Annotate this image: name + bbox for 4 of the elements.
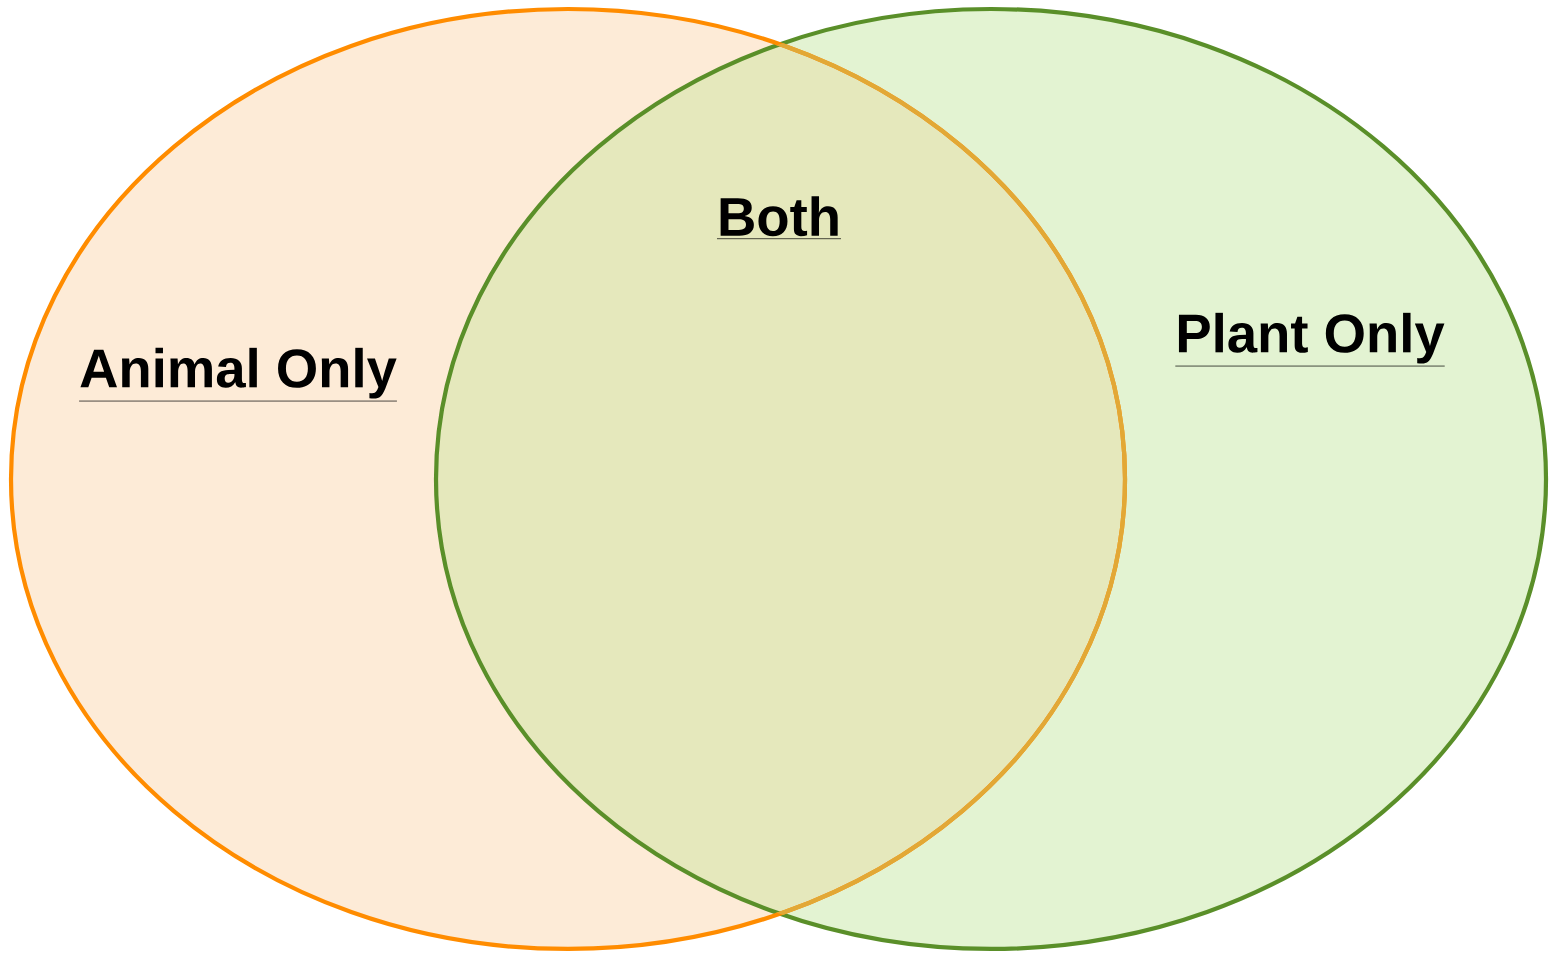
set-label: Both (716, 196, 842, 240)
venn-ellipse (8, 6, 1128, 952)
set-label: Plant Only (1174, 312, 1446, 367)
set-label: Animal Only (78, 347, 398, 402)
